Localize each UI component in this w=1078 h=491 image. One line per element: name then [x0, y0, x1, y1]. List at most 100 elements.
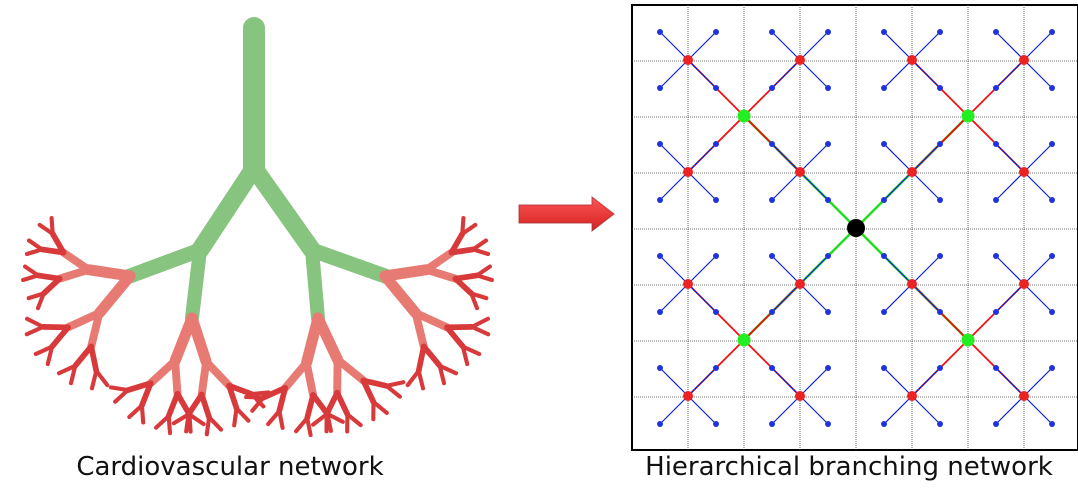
level-3-node — [881, 29, 887, 35]
level-3-node — [713, 141, 719, 147]
level-3-link — [1023, 367, 1053, 397]
level-3-link — [687, 143, 717, 173]
vessel-branch — [305, 416, 313, 438]
level-1-node — [737, 109, 751, 123]
level-2-node — [795, 167, 805, 177]
level-3-link — [771, 59, 801, 89]
vessel-branch — [187, 412, 206, 427]
level-3-node — [937, 365, 943, 371]
level-3-node — [937, 29, 943, 35]
vessel-branch — [198, 391, 212, 421]
level-3-node — [825, 309, 831, 315]
vessel-branch — [422, 265, 460, 283]
level-3-link — [771, 143, 801, 173]
level-3-node — [881, 141, 887, 147]
vessel-branch — [360, 377, 377, 405]
level-3-link — [771, 31, 801, 61]
level-3-link — [687, 171, 717, 201]
trunk-segment — [305, 243, 325, 325]
level-3-node — [657, 309, 663, 315]
level-3-node — [657, 29, 663, 35]
level-3-node — [937, 253, 943, 259]
vessel-branch — [33, 344, 55, 357]
vessel-branch — [384, 380, 406, 388]
level-3-node — [937, 421, 943, 427]
vessel-branch — [470, 247, 491, 257]
trunk-segment — [185, 243, 207, 325]
level-3-link — [911, 31, 941, 61]
level-3-link — [995, 255, 1025, 285]
level-2-node — [683, 167, 693, 177]
level-3-node — [881, 85, 887, 91]
level-3-link — [799, 255, 829, 285]
level-3-link — [659, 143, 689, 173]
level-3-link — [911, 395, 941, 425]
level-3-node — [657, 365, 663, 371]
level-3-link — [799, 395, 829, 425]
level-3-link — [1023, 31, 1053, 61]
vessel-branch — [460, 222, 478, 236]
level-2-node — [907, 55, 917, 65]
level-3-link — [659, 367, 689, 397]
level-2-node — [795, 279, 805, 289]
vessel-branch — [94, 368, 110, 388]
level-3-link — [799, 31, 829, 61]
vessel-branch — [35, 272, 63, 282]
vessel-branch — [72, 343, 95, 369]
level-3-link — [995, 367, 1025, 397]
level-3-node — [937, 309, 943, 315]
vessel-branch — [226, 382, 240, 412]
level-3-link — [659, 171, 689, 201]
vessel-branch — [469, 316, 490, 329]
level-3-node — [657, 141, 663, 147]
level-3-link — [659, 395, 689, 425]
level-3-link — [799, 143, 829, 173]
level-3-node — [769, 29, 775, 35]
vessel-branch — [411, 309, 428, 351]
vessel-branch — [202, 357, 234, 390]
level-3-link — [883, 59, 913, 89]
trunk-segment — [122, 242, 208, 284]
level-3-link — [687, 31, 717, 61]
level-3-link — [771, 283, 801, 313]
vessel-branch — [360, 377, 390, 389]
level-3-link — [799, 171, 829, 201]
level-3-node — [1049, 29, 1055, 35]
level-2-node — [683, 279, 693, 289]
vessel-branch — [64, 309, 104, 332]
vessel-branch — [68, 363, 78, 386]
vessel-branch — [45, 344, 55, 367]
vessel-branch — [437, 363, 459, 376]
vessel-branch — [311, 412, 329, 427]
level-3-link — [883, 143, 913, 173]
vessel-branch — [113, 388, 130, 404]
vessel-branch — [323, 389, 341, 417]
vessel-branch — [59, 248, 93, 274]
vessel-branch — [276, 385, 289, 414]
vessel-branch — [88, 343, 100, 374]
vessel-branch — [244, 394, 266, 400]
level-3-link — [771, 395, 801, 425]
vessel-branch — [294, 416, 310, 434]
level-3-link — [883, 367, 913, 397]
level-3-link — [911, 143, 941, 173]
vessel-branch — [281, 358, 311, 392]
arrow-icon — [518, 195, 615, 233]
vessel-branch — [49, 216, 55, 236]
level-3-link — [771, 171, 801, 201]
level-3-link — [995, 31, 1025, 61]
vessel-branch — [234, 406, 251, 423]
vessel-branch — [49, 230, 67, 256]
level-3-node — [993, 365, 999, 371]
level-3-link — [1023, 59, 1053, 89]
vessel-branch — [127, 403, 144, 420]
vessel-branch — [345, 412, 363, 428]
vessel-branch — [171, 412, 191, 426]
vessel-branch — [139, 380, 154, 409]
level-3-link — [1023, 283, 1053, 313]
level-3-node — [713, 253, 719, 259]
vessel-branch — [384, 383, 402, 399]
level-3-node — [881, 197, 887, 203]
level-2-node — [907, 391, 917, 401]
